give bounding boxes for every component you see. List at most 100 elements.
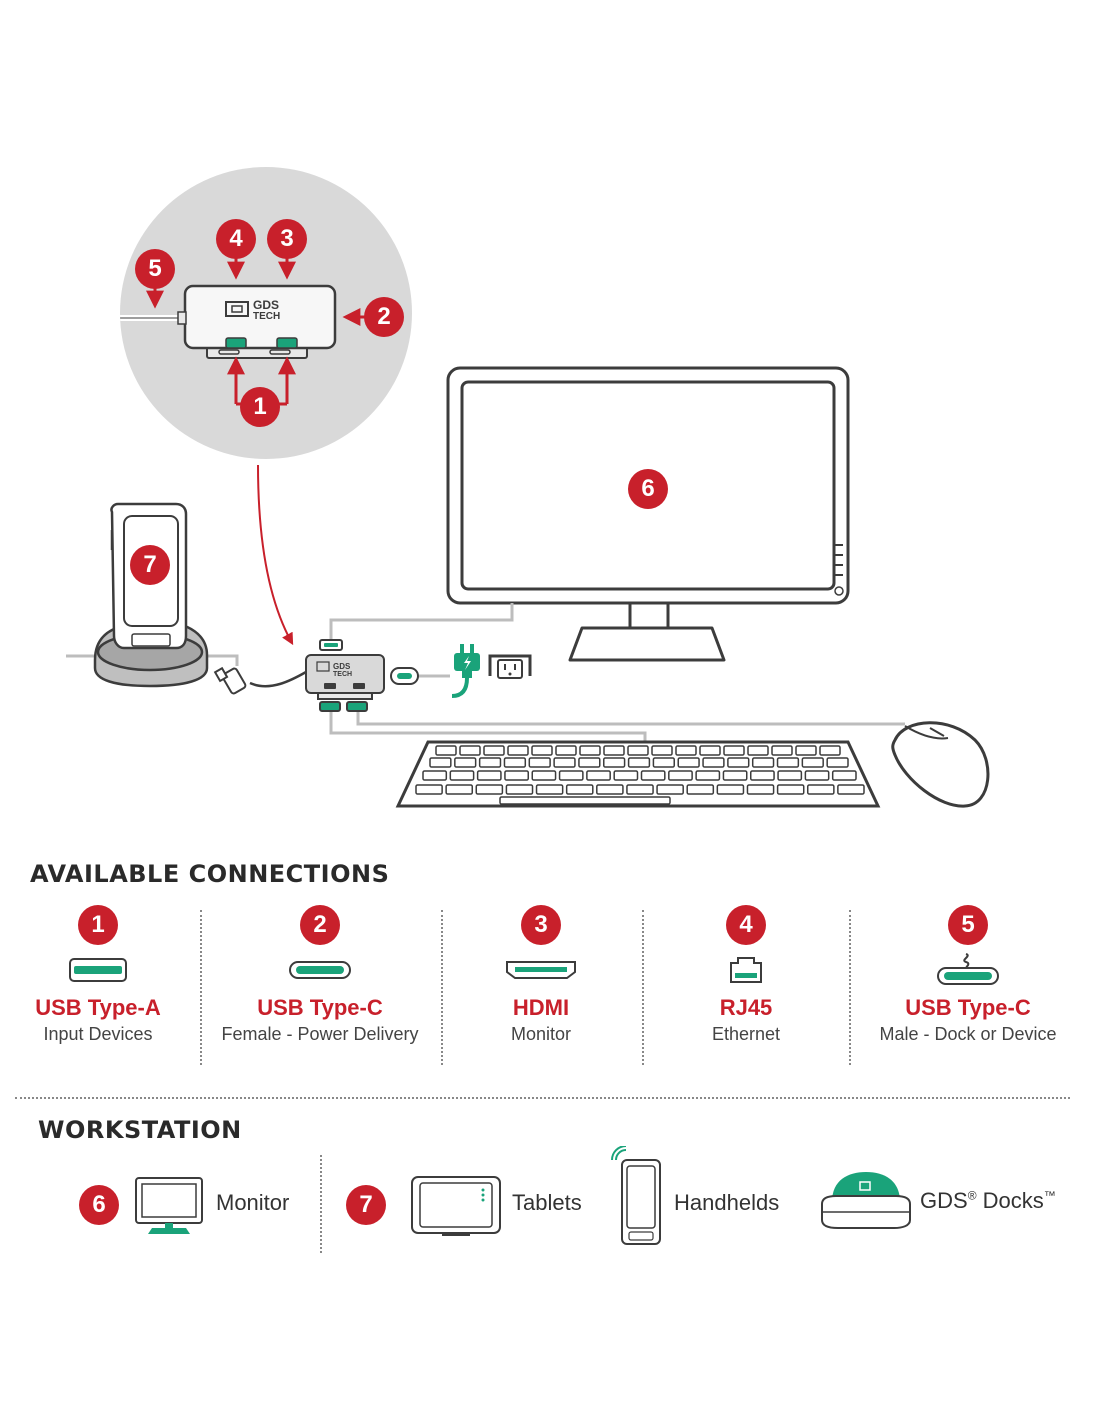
connection-name: HDMI bbox=[512, 995, 570, 1020]
keyboard-key bbox=[565, 784, 594, 795]
keyboard-key bbox=[445, 784, 474, 795]
keyboard-key bbox=[826, 757, 849, 768]
zoom-circle: GDS TECH bbox=[120, 167, 412, 459]
keyboard-spacebar bbox=[499, 796, 671, 805]
keyboard-key bbox=[804, 770, 830, 781]
workstation-badge-6: 6 bbox=[79, 1185, 119, 1225]
usb-a-port-icon bbox=[0, 945, 196, 995]
keyboard-key bbox=[535, 784, 564, 795]
keyboard-key bbox=[640, 770, 666, 781]
cables bbox=[66, 603, 905, 742]
keyboard-key bbox=[806, 784, 835, 795]
keyboard-key bbox=[776, 757, 800, 768]
callout-badge-5: 5 bbox=[135, 249, 175, 289]
keyboard-key bbox=[751, 757, 775, 768]
keyboard-key bbox=[723, 745, 745, 756]
keyboard-key bbox=[771, 745, 793, 756]
keyboard-key bbox=[435, 745, 457, 756]
keyboard-key bbox=[503, 757, 527, 768]
keyboard-key bbox=[716, 784, 745, 795]
connection-description: Ethernet bbox=[711, 1024, 781, 1044]
keyboard-key bbox=[668, 770, 693, 781]
monitor-icon bbox=[135, 1177, 203, 1234]
keyboard-key bbox=[586, 770, 611, 781]
workstation-label-handhelds: Handhelds bbox=[674, 1190, 780, 1215]
keyboard-key bbox=[459, 745, 481, 756]
keyboard-key bbox=[531, 745, 553, 756]
keyboard-key bbox=[603, 757, 626, 768]
keyboard-key bbox=[750, 770, 775, 781]
keyboard-key bbox=[722, 770, 748, 781]
keyboard-key bbox=[819, 745, 841, 756]
keyboard-key bbox=[831, 770, 857, 781]
connection-usb-c-male: 5 USB Type-C Male - Dock or Device bbox=[852, 905, 1084, 1070]
keyboard-illustration bbox=[395, 740, 881, 808]
trademark-mark: ™ bbox=[1043, 1188, 1056, 1203]
usb-c-plug-icon bbox=[852, 945, 1084, 995]
dock-icon bbox=[821, 1172, 911, 1229]
divider bbox=[642, 910, 644, 1065]
usb-c-port-icon bbox=[205, 945, 435, 995]
keyboard-key bbox=[776, 784, 805, 795]
keyboard-key bbox=[475, 784, 504, 795]
keyboard-key bbox=[553, 757, 576, 768]
usb-c-cable bbox=[249, 670, 307, 688]
connection-number: 5 bbox=[948, 905, 988, 945]
callout-badge-3: 3 bbox=[267, 219, 307, 259]
connection-name: USB Type-C bbox=[905, 995, 1031, 1020]
handheld-icon bbox=[611, 1146, 661, 1245]
keyboard-key bbox=[652, 757, 675, 768]
keyboard-key bbox=[686, 784, 715, 795]
workstation-badge-7: 7 bbox=[346, 1185, 386, 1225]
keyboard-key bbox=[627, 757, 651, 768]
connection-description: Monitor bbox=[510, 1024, 572, 1044]
keyboard-key bbox=[422, 770, 448, 781]
zoom-pointer-arrow bbox=[257, 464, 294, 646]
connection-name: USB Type-C bbox=[257, 995, 383, 1020]
keyboard-key bbox=[795, 745, 817, 756]
connection-description: Input Devices bbox=[43, 1024, 153, 1044]
connection-number: 1 bbox=[78, 905, 118, 945]
tablet-icon bbox=[411, 1176, 501, 1236]
keyboard-key bbox=[746, 784, 775, 795]
available-connections-heading: AVAILABLE CONNECTIONS bbox=[30, 860, 390, 888]
callout-badge-1: 1 bbox=[240, 387, 280, 427]
keyboard-key bbox=[702, 757, 725, 768]
dock-handheld-illustration bbox=[93, 502, 209, 688]
keyboard-key bbox=[627, 745, 649, 756]
workstation-heading: WORKSTATION bbox=[38, 1116, 242, 1144]
keyboard-key bbox=[476, 770, 502, 781]
keyboard-key bbox=[531, 770, 557, 781]
keyboard-key bbox=[801, 757, 824, 768]
keyboard-key bbox=[507, 745, 529, 756]
keyboard-key bbox=[675, 745, 697, 756]
callout-badge-4: 4 bbox=[216, 219, 256, 259]
keyboard-key bbox=[695, 770, 721, 781]
hub-brand-line1: GDS bbox=[253, 298, 279, 312]
workstation-label-monitor: Monitor bbox=[216, 1190, 290, 1215]
divider bbox=[200, 910, 202, 1065]
connection-number: 4 bbox=[726, 905, 766, 945]
keyboard-key bbox=[579, 745, 601, 756]
keyboard-key bbox=[578, 757, 601, 768]
connection-usb-a: 1 USB Type-A Input Devices bbox=[0, 905, 196, 1070]
keyboard-key bbox=[656, 784, 684, 795]
keyboard-key bbox=[613, 770, 639, 781]
connection-number: 2 bbox=[300, 905, 340, 945]
callout-badge-6: 6 bbox=[628, 469, 668, 509]
keyboard-key bbox=[777, 770, 803, 781]
keyboard-key bbox=[603, 745, 625, 756]
monitor-illustration bbox=[446, 366, 850, 662]
hub-small: GDS TECH bbox=[305, 639, 385, 712]
keyboard-key bbox=[415, 784, 443, 795]
svg-text:TECH: TECH bbox=[333, 671, 352, 678]
keyboard-key bbox=[505, 784, 534, 795]
keyboard-key bbox=[504, 770, 529, 781]
keyboard-key bbox=[454, 757, 477, 768]
keyboard-key bbox=[429, 757, 452, 768]
mouse-illustration bbox=[891, 721, 990, 808]
rj45-port-icon bbox=[648, 945, 844, 995]
connection-description: Female - Power Delivery bbox=[221, 1024, 419, 1044]
section-divider bbox=[15, 1097, 1070, 1099]
divider bbox=[849, 910, 851, 1065]
